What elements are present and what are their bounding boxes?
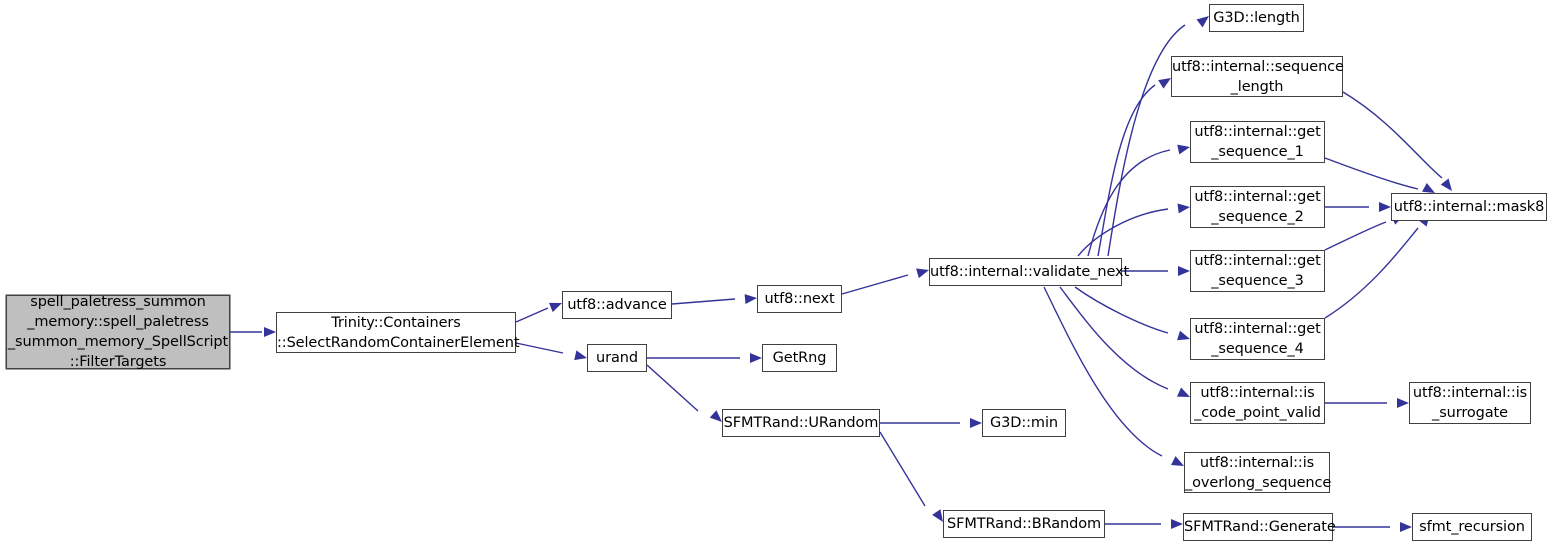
graph-node-label: SFMTRand::URandom: [723, 415, 879, 431]
graph-node-next[interactable]: utf8::next: [757, 285, 842, 313]
graph-edge-arrowhead: [1177, 203, 1190, 214]
graph-node-get_sequence_2[interactable]: utf8::internal::get _sequence_2: [1190, 186, 1325, 228]
graph-edge-arrowhead: [1196, 16, 1209, 28]
graph-node-label: sfmt_recursion: [1419, 519, 1525, 535]
graph-edge-arrowhead: [1158, 78, 1171, 89]
graph-edge-e-validate-seq4: [1074, 286, 1169, 334]
graph-edge-e-seq3-mask8: [1324, 221, 1387, 251]
graph-node-label: G3D::min: [990, 415, 1058, 431]
graph-edge-e-advance-next: [671, 298, 736, 305]
graph-node-mask8[interactable]: utf8::internal::mask8: [1391, 193, 1547, 221]
graph-node-select_random[interactable]: Trinity::Containers ::SelectRandomContai…: [276, 312, 520, 353]
graph-edge-arrowhead: [1177, 387, 1190, 397]
graph-node-label: utf8::internal::is _code_point_valid: [1194, 385, 1321, 421]
graph-node-filter_targets[interactable]: spell_paletress_summon _memory::spell_pa…: [6, 294, 230, 370]
graph-node-label: utf8::internal::is _surrogate: [1412, 385, 1528, 421]
graph-node-is_overlong_sequence[interactable]: utf8::internal::is _overlong_sequence: [1184, 452, 1332, 493]
graph-node-label: utf8::internal::get _sequence_4: [1194, 321, 1321, 357]
graph-node-label: utf8::internal::validate_next: [930, 264, 1130, 280]
graph-edge-arrowhead: [709, 410, 722, 422]
graph-edge-arrowhead: [1400, 522, 1412, 532]
graph-edge-arrowhead: [1171, 519, 1183, 529]
graph-node-label: SFMTRand::Generate: [1184, 519, 1336, 535]
graph-node-label: utf8::advance: [567, 297, 667, 313]
graph-node-label: GetRng: [772, 350, 827, 366]
graph-edge-e-validate-overlong: [1043, 286, 1163, 457]
graph-node-urand[interactable]: urand: [587, 344, 647, 372]
graph-edge-e-seq4-mask8: [1324, 227, 1419, 319]
graph-edge-e-select-advance: [515, 307, 549, 323]
graph-node-label: Trinity::Containers ::SelectRandomContai…: [277, 314, 520, 351]
graph-node-label: urand: [596, 350, 638, 366]
graph-node-label: utf8::internal::sequence _length: [1172, 58, 1344, 95]
graph-edge-arrowhead: [970, 418, 982, 428]
graph-node-label: SFMTRand::BRandom: [947, 516, 1101, 532]
graph-node-label: utf8::internal::get _sequence_3: [1194, 253, 1321, 289]
graph-edge-arrowhead: [1379, 202, 1391, 212]
graph-node-getrng[interactable]: GetRng: [762, 344, 837, 372]
graph-node-generate[interactable]: SFMTRand::Generate: [1183, 513, 1336, 541]
graph-edge-arrowhead: [264, 327, 276, 337]
graph-node-brandom[interactable]: SFMTRand::BRandom: [943, 510, 1105, 538]
graph-node-validate_next[interactable]: utf8::internal::validate_next: [929, 258, 1130, 286]
graph-node-sequence_length[interactable]: utf8::internal::sequence _length: [1171, 56, 1344, 97]
graph-node-g3dmin[interactable]: G3D::min: [982, 409, 1066, 437]
graph-node-label: G3D::length: [1213, 10, 1300, 26]
graph-node-sfmt_recursion[interactable]: sfmt_recursion: [1412, 513, 1532, 541]
graph-edge-e-seq1-mask8: [1324, 157, 1419, 190]
graph-edge-arrowhead: [1177, 330, 1190, 341]
graph-node-label: utf8::next: [764, 291, 835, 307]
graph-edge-arrowhead: [1422, 182, 1435, 193]
graph-edge-arrowhead: [750, 353, 762, 363]
graph-edge-e-validate-valid: [1059, 286, 1169, 390]
graph-edge-e-validate-seq1: [1087, 149, 1171, 257]
graph-edge-arrowhead: [1440, 178, 1452, 191]
graph-edge-arrowhead: [549, 302, 562, 313]
graph-edge-arrowhead: [916, 268, 929, 279]
graph-node-advance[interactable]: utf8::advance: [562, 291, 672, 319]
graph-edge-arrowhead: [932, 509, 943, 522]
graph-node-is_surrogate[interactable]: utf8::internal::is _surrogate: [1409, 382, 1531, 424]
graph-node-g3dlength[interactable]: G3D::length: [1209, 4, 1304, 32]
graph-edge-arrowhead: [744, 294, 757, 305]
graph-edge-arrowhead: [1177, 144, 1190, 155]
graph-edge-e-validate-seqlen: [1097, 84, 1156, 257]
graph-edge-arrowhead: [1171, 456, 1184, 466]
graph-edge-arrowhead: [1178, 266, 1190, 276]
graph-node-label: utf8::internal::get _sequence_1: [1194, 124, 1321, 160]
graph-edge-e-urand-urandom: [646, 364, 699, 412]
graph-node-is_code_point_valid[interactable]: utf8::internal::is _code_point_valid: [1190, 382, 1325, 424]
graph-node-label: utf8::internal::mask8: [1393, 199, 1545, 215]
graph-node-label: utf8::internal::get _sequence_2: [1194, 189, 1321, 225]
graph-edge-e-validate-seq2: [1077, 208, 1169, 257]
graph-edge-e-urandom-brandom: [879, 431, 926, 507]
graph-node-get_sequence_1[interactable]: utf8::internal::get _sequence_1: [1190, 121, 1325, 163]
graph-node-get_sequence_4[interactable]: utf8::internal::get _sequence_4: [1190, 318, 1325, 360]
graph-node-label: spell_paletress_summon _memory::spell_pa…: [7, 294, 229, 370]
graph-edge-e-next-validate: [841, 274, 909, 295]
graph-edge-e-seqlen-mask8: [1342, 91, 1443, 179]
graph-edge-e-select-urand: [515, 342, 564, 354]
graph-edge-arrowhead: [574, 350, 587, 361]
graph-edge-arrowhead: [1397, 398, 1409, 408]
graph-node-get_sequence_3[interactable]: utf8::internal::get _sequence_3: [1190, 250, 1325, 292]
graph-node-urandom[interactable]: SFMTRand::URandom: [722, 409, 880, 437]
graph-edge-e-validate-length: [1107, 24, 1186, 257]
graph-node-label: utf8::internal::is _overlong_sequence: [1185, 454, 1332, 491]
